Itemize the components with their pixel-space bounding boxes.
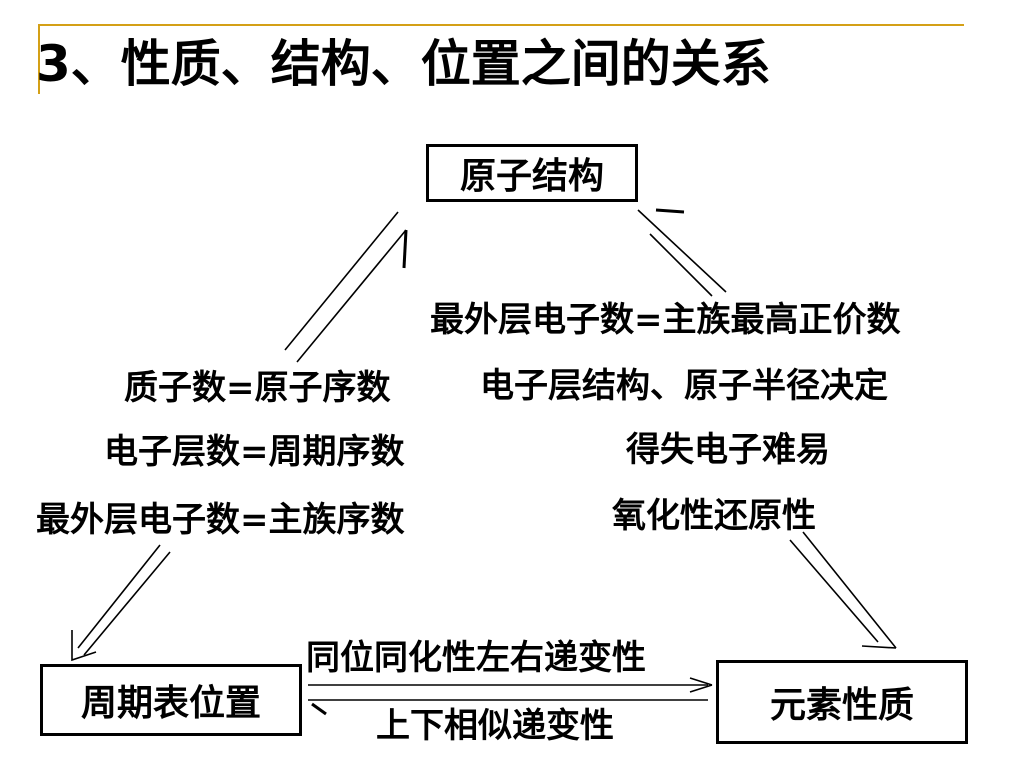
title-rule-vertical bbox=[38, 24, 40, 94]
bottom-label-horizontal: 同位同化性左右递变性 bbox=[306, 638, 646, 678]
arrow-structure-to-property bbox=[789, 539, 879, 643]
node-atomic-structure: 原子结构 bbox=[426, 144, 638, 202]
arrow-position-to-structure bbox=[284, 211, 399, 351]
right-label-structure: 电子层结构、原子半径决定 bbox=[480, 366, 888, 406]
title-rule-horizontal bbox=[38, 24, 964, 26]
left-label-group: 最外层电子数=主族序数 bbox=[36, 500, 405, 540]
left-label-period: 电子层数=周期序数 bbox=[104, 432, 405, 472]
right-label-valence: 最外层电子数=主族最高正价数 bbox=[430, 300, 901, 340]
slide-title: 3、性质、结构、位置之间的关系 bbox=[36, 35, 771, 93]
arrow-structure-to-position bbox=[77, 544, 161, 649]
bottom-label-vertical: 上下相似递变性 bbox=[376, 706, 614, 746]
node-element-property: 元素性质 bbox=[716, 660, 968, 744]
arrow-property-to-structure bbox=[637, 209, 727, 293]
right-label-redox: 氧化性还原性 bbox=[612, 496, 816, 536]
node-periodic-position: 周期表位置 bbox=[40, 664, 302, 736]
right-label-electron-gain: 得失电子难易 bbox=[626, 430, 830, 470]
left-label-proton: 质子数=原子序数 bbox=[124, 368, 391, 408]
